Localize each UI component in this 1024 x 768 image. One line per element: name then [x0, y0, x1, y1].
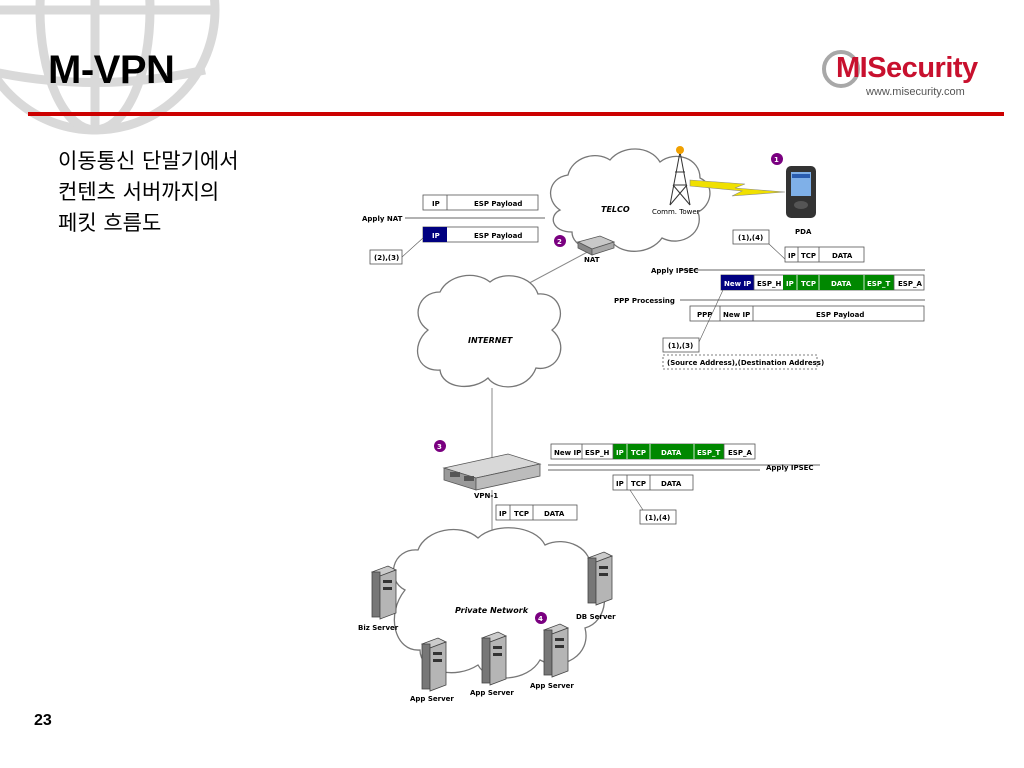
apply-ipsec-top-label: Apply IPSEC: [651, 267, 699, 275]
svg-text:IP: IP: [432, 200, 440, 208]
db-server-icon: [587, 551, 613, 606]
svg-text:New IP: New IP: [724, 280, 751, 288]
step-3-badge: 3: [434, 440, 446, 452]
svg-text:IP: IP: [786, 280, 794, 288]
description-line-3: 페킷 흐름도: [58, 211, 162, 235]
svg-text:DATA: DATA: [661, 480, 682, 488]
app-server-1-icon: [421, 637, 447, 692]
pda-icon: [786, 166, 816, 218]
misecurity-logo: MISecurity www.misecurity.com: [822, 46, 992, 102]
telco-label: TELCO: [601, 205, 630, 214]
svg-text:2: 2: [557, 238, 562, 246]
lan-plain-packet: IP TCP DATA: [495, 504, 578, 521]
logo-url: www.misecurity.com: [866, 86, 965, 98]
svg-text:ESP_H: ESP_H: [757, 280, 781, 288]
note-13-box: [662, 337, 700, 353]
svg-text:ESP_A: ESP_A: [728, 449, 752, 457]
comm-tower-label: Comm. Tower: [652, 208, 700, 216]
ppp-processing-label: PPP Processing: [614, 297, 675, 305]
note-23: (2),(3): [374, 254, 399, 262]
logo-brand: MISecurity: [836, 52, 978, 84]
svg-text:TCP: TCP: [801, 280, 816, 288]
nat-packet-top: IP ESP Payload: [422, 194, 539, 211]
note-14-top: (1),(4): [738, 234, 763, 242]
comm-tower-icon: [669, 146, 691, 206]
svg-text:ESP Payload: ESP Payload: [474, 200, 522, 208]
biz-server-label: Biz Server: [358, 624, 399, 632]
svg-text:ESP_H: ESP_H: [585, 449, 609, 457]
svg-text:IP: IP: [788, 252, 796, 260]
svg-text:IP: IP: [616, 480, 624, 488]
apply-ipsec-mid-label: Apply IPSEC: [766, 464, 814, 472]
vpn-gateway-icon: [442, 453, 542, 491]
nat-label: NAT: [584, 256, 600, 264]
step-2-badge: 2: [554, 235, 566, 247]
slide-title: M-VPN: [48, 48, 175, 92]
svg-text:TCP: TCP: [514, 510, 529, 518]
svg-text:IP: IP: [616, 449, 624, 457]
svg-text:PPP: PPP: [697, 311, 712, 319]
svg-text:ESP_A: ESP_A: [898, 280, 922, 288]
note-src-dst-box: [662, 354, 818, 370]
svg-text:New IP: New IP: [554, 449, 581, 457]
db-server-label: DB Server: [576, 613, 616, 621]
app-server-2-label: App Server: [470, 689, 514, 697]
globe-watermark: [0, 0, 220, 135]
slide-description: 이동통신 단말기에서 컨텐츠 서버까지의 페킷 흐름도: [58, 146, 239, 239]
svg-text:TCP: TCP: [631, 449, 646, 457]
svg-text:TCP: TCP: [631, 480, 646, 488]
vpn-plain-packet: IP TCP DATA: [612, 474, 694, 491]
note-13: (1),(3): [668, 342, 693, 350]
svg-text:TCP: TCP: [801, 252, 816, 260]
app-server-3-label: App Server: [530, 682, 574, 690]
svg-text:1: 1: [774, 156, 779, 164]
title-divider: [28, 112, 1004, 116]
pda-plain-packet: IP TCP DATA: [784, 246, 865, 263]
vpn-ipsec-packet: New IP ESP_H IP TCP DATA ESP_T ESP_A: [550, 443, 756, 460]
pda-label: PDA: [795, 228, 812, 236]
svg-text:ESP_T: ESP_T: [697, 449, 720, 457]
svg-text:New IP: New IP: [723, 311, 750, 319]
svg-text:4: 4: [538, 615, 543, 623]
pda-ipsec-packet: New IP ESP_H IP TCP DATA ESP_T ESP_A: [720, 274, 925, 291]
private-network-label: Private Network: [455, 606, 529, 615]
svg-text:DATA: DATA: [661, 449, 682, 457]
svg-text:ESP Payload: ESP Payload: [474, 232, 522, 240]
app-server-3-icon: [543, 623, 569, 678]
svg-text:DATA: DATA: [831, 280, 852, 288]
logo-ring-icon: [822, 50, 860, 88]
svg-text:DATA: DATA: [544, 510, 565, 518]
note-src-dst: (Source Address),(Destination Address): [667, 359, 824, 367]
nat-internet-link: [519, 247, 596, 289]
note-14-mid: (1),(4): [645, 514, 670, 522]
svg-text:DATA: DATA: [832, 252, 853, 260]
nat-packet-bottom: IP ESP Payload: [422, 226, 539, 243]
wireless-link-icon: [689, 179, 786, 197]
internet-label: INTERNET: [468, 336, 513, 345]
note-14-top-box: [732, 229, 770, 245]
app-server-2-icon: [481, 631, 507, 686]
page-number: 23: [34, 712, 52, 729]
app-server-1-label: App Server: [410, 695, 454, 703]
description-line-1: 이동통신 단말기에서: [58, 149, 239, 173]
vpn-label: VPN-1: [474, 492, 498, 500]
note-14-mid-box: [639, 509, 677, 525]
svg-text:ESP_T: ESP_T: [867, 280, 890, 288]
step-4-badge: 4: [535, 612, 547, 624]
step-1-badge: 1: [771, 153, 783, 165]
apply-nat-label: Apply NAT: [362, 215, 403, 223]
biz-server-icon: [371, 565, 397, 620]
nat-device-icon: [576, 235, 616, 256]
internet-cloud: INTERNET: [417, 274, 562, 388]
svg-text:ESP Payload: ESP Payload: [816, 311, 864, 319]
svg-text:IP: IP: [499, 510, 507, 518]
svg-text:IP: IP: [432, 232, 440, 240]
svg-text:3: 3: [437, 443, 442, 451]
pda-ppp-packet: PPP New IP ESP Payload: [689, 305, 925, 322]
description-line-2: 컨텐츠 서버까지의: [58, 180, 220, 204]
